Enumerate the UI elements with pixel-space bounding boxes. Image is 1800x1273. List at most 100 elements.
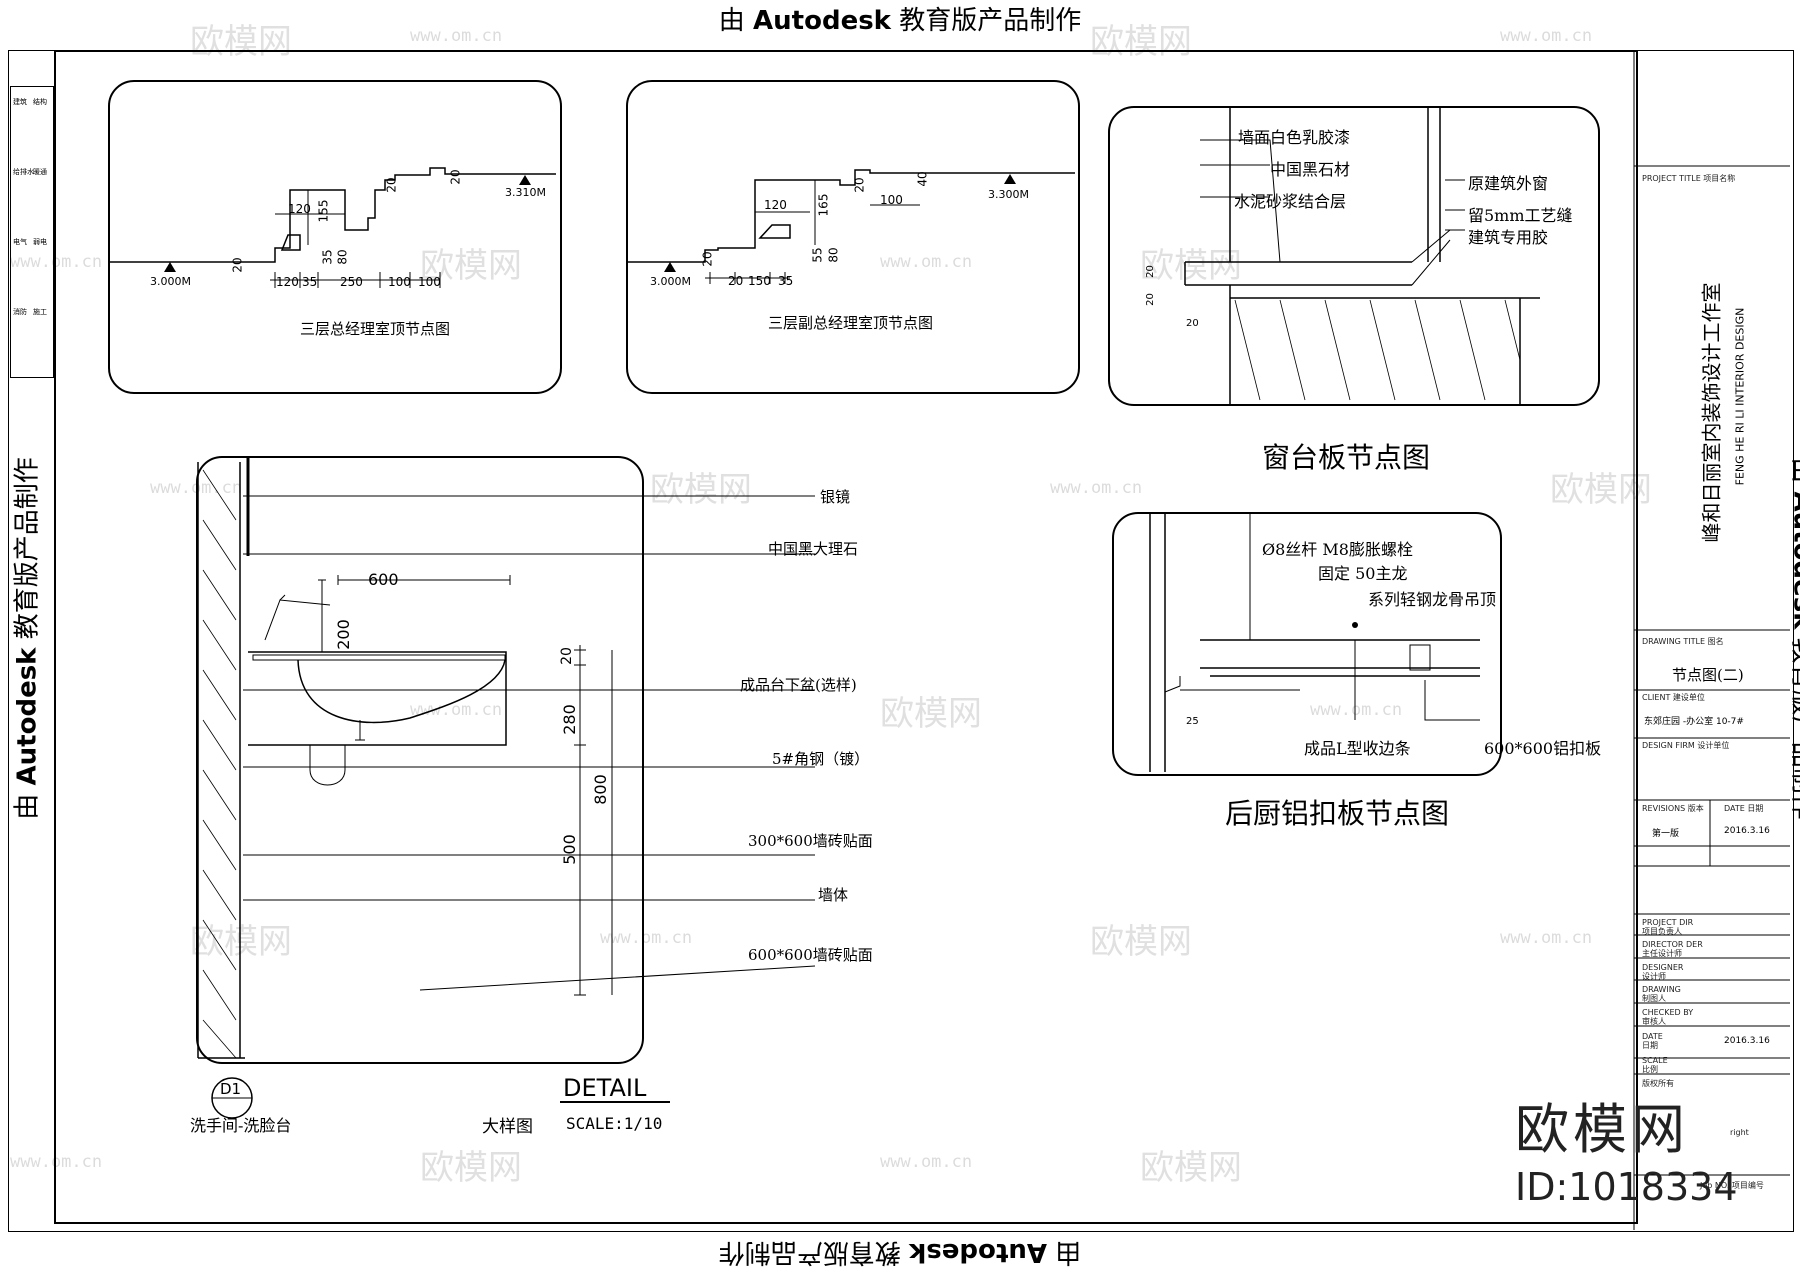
tb-revision-date: 2016.3.16 <box>1724 826 1770 836</box>
kitchen-clip <box>1410 645 1430 670</box>
vanity-drain <box>355 720 365 740</box>
vanity-label-mirror: 银镜 <box>820 486 850 507</box>
dgm-dim: 35 <box>778 274 793 288</box>
kitchen-edge-strip <box>1165 676 1300 692</box>
dgm-light-trough <box>760 225 790 238</box>
watermark-url: www.om.cn <box>1310 700 1402 720</box>
watermark-url: www.om.cn <box>410 700 502 720</box>
tb-date-value: 2016.3.16 <box>1724 1036 1770 1046</box>
kitchen-dim-25: 25 <box>1186 716 1199 727</box>
tb-design-firm-label: DESIGN FIRM 设计单位 <box>1642 740 1729 751</box>
tb-copyright-note: right <box>1730 1128 1749 1137</box>
gm-dim: 35 <box>321 249 335 264</box>
gm-level-marker-left <box>164 262 176 272</box>
tb-date-label: DATE 日期 <box>1724 803 1763 814</box>
kitchen-panel-leader <box>1425 680 1480 720</box>
watermark-faint: 欧模网 <box>190 14 292 63</box>
watermark-brand: 欧模网 <box>1515 1085 1689 1164</box>
watermark-faint: 欧模网 <box>190 914 292 963</box>
kitchen-label-rod: Ø8丝杆 M8膨胀螺栓 <box>1262 536 1413 560</box>
tb-row-cn: 审核人 <box>1642 1016 1666 1027</box>
dgm-level-marker-right <box>1004 174 1016 184</box>
detail-tag-number: D1 <box>220 1080 241 1098</box>
dgm-ceiling-title: 三层副总经理室顶节点图 <box>768 312 933 333</box>
tb-row-cn: 项目负责人 <box>1642 926 1682 937</box>
watermark-faint: 欧模网 <box>1140 238 1242 287</box>
vanity-dim-280: 280 <box>560 704 579 735</box>
sill-label-gap: 留5mm工艺缝 <box>1468 202 1573 226</box>
sill-dim: 20 <box>1145 293 1156 306</box>
sill-hatch <box>1235 300 1520 400</box>
kitchen-wall <box>1150 512 1165 772</box>
kitchen-label-panel: 600*600铝扣板 <box>1484 735 1601 759</box>
sill-label-window: 原建筑外窗 <box>1468 170 1548 194</box>
watermark-faint: 欧模网 <box>1140 1140 1242 1189</box>
dgm-dim: 55 <box>811 247 825 262</box>
gm-dim: 35 <box>302 275 317 289</box>
tb-drawing-title: 节点图(二) <box>1672 664 1744 685</box>
tb-client: 东郊庄园 -办公室 10-7# <box>1644 714 1744 727</box>
dgm-dim: 40 <box>916 171 930 186</box>
gm-dim: 20 <box>231 257 245 272</box>
gm-dim: 80 <box>336 249 350 264</box>
window-sill-title: 窗台板节点图 <box>1262 436 1430 476</box>
tb-drawing-title-label: DRAWING TITLE 图名 <box>1642 636 1724 647</box>
watermark-url: www.om.cn <box>1050 478 1142 498</box>
tb-row-cn: 比例 <box>1642 1064 1658 1075</box>
dgm-level-left: 3.000M <box>650 275 691 288</box>
dgm-dim: 20 <box>701 251 715 266</box>
watermark-url: www.om.cn <box>1500 26 1592 46</box>
sill-label-stone: 中国黑石材 <box>1270 156 1350 180</box>
kitchen-title: 后厨铝扣板节点图 <box>1225 792 1449 832</box>
sill-leaders-right <box>1445 180 1465 230</box>
vanity-dim-200 <box>318 580 326 652</box>
kitchen-label-edge: 成品L型收边条 <box>1304 735 1411 759</box>
sill-label-paint: 墙面白色乳胶漆 <box>1238 124 1350 148</box>
watermark-url: www.om.cn <box>880 1152 972 1172</box>
tb-revisions-label: REVISIONS 版本 <box>1642 803 1704 814</box>
watermark-url: www.om.cn <box>880 252 972 272</box>
vanity-dim-600 <box>338 575 510 585</box>
gm-dim: 250 <box>340 275 363 289</box>
kitchen-bolt <box>1352 622 1358 628</box>
tb-client-label: CLIENT 建设单位 <box>1642 692 1705 703</box>
vanity-label-steel: 5#角钢（镀） <box>772 748 869 769</box>
tb-row-cn: 主任设计师 <box>1642 948 1682 959</box>
watermark-faint: 欧模网 <box>650 462 752 511</box>
vanity-counter <box>248 652 506 745</box>
dgm-dim: 20 <box>728 274 743 288</box>
dgm-dim: 100 <box>880 193 903 207</box>
vanity-wall <box>198 462 245 1058</box>
gm-dim: 20 <box>449 169 463 184</box>
tb-row-cn: 日期 <box>1642 1040 1658 1051</box>
sill-label-glue: 建筑专用胶 <box>1468 224 1548 248</box>
watermark-url: www.om.cn <box>150 478 242 498</box>
gm-dim: 155 <box>316 200 330 223</box>
vanity-marble <box>253 655 505 660</box>
vanity-dim-200: 200 <box>334 619 353 650</box>
watermark-url: www.om.cn <box>600 928 692 948</box>
vanity-leaders <box>243 496 815 990</box>
watermark-url: www.om.cn <box>410 26 502 46</box>
tb-row-cn: 设计师 <box>1642 971 1666 982</box>
kitchen-ceiling-runners <box>1200 640 1480 676</box>
kitchen-label-series: 系列轻钢龙骨吊顶 <box>1368 586 1496 610</box>
watermark-faint: 欧模网 <box>1550 462 1652 511</box>
gm-level-marker-right <box>519 175 531 185</box>
vanity-dim-500: 500 <box>560 834 579 865</box>
vanity-dim-600: 600 <box>368 570 399 589</box>
dgm-dim: 150 <box>748 274 771 288</box>
sill-wall <box>1230 285 1540 405</box>
vanity-label-marble: 中国黑大理石 <box>768 538 858 559</box>
watermark-faint: 欧模网 <box>420 1140 522 1189</box>
tb-revision: 第一版 <box>1652 826 1679 839</box>
vanity-dim-chain <box>574 645 586 995</box>
gm-dim: 120 <box>276 275 299 289</box>
dgm-dim: 165 <box>816 194 830 217</box>
gm-dim: 20 <box>385 177 399 192</box>
vanity-label-basin: 成品台下盆(选样) <box>740 674 857 695</box>
gm-dim: 120 <box>288 202 311 216</box>
gm-level-left: 3.000M <box>150 275 191 288</box>
detail-scale-title: 大样图 <box>482 1112 533 1137</box>
watermark-url: www.om.cn <box>1500 928 1592 948</box>
